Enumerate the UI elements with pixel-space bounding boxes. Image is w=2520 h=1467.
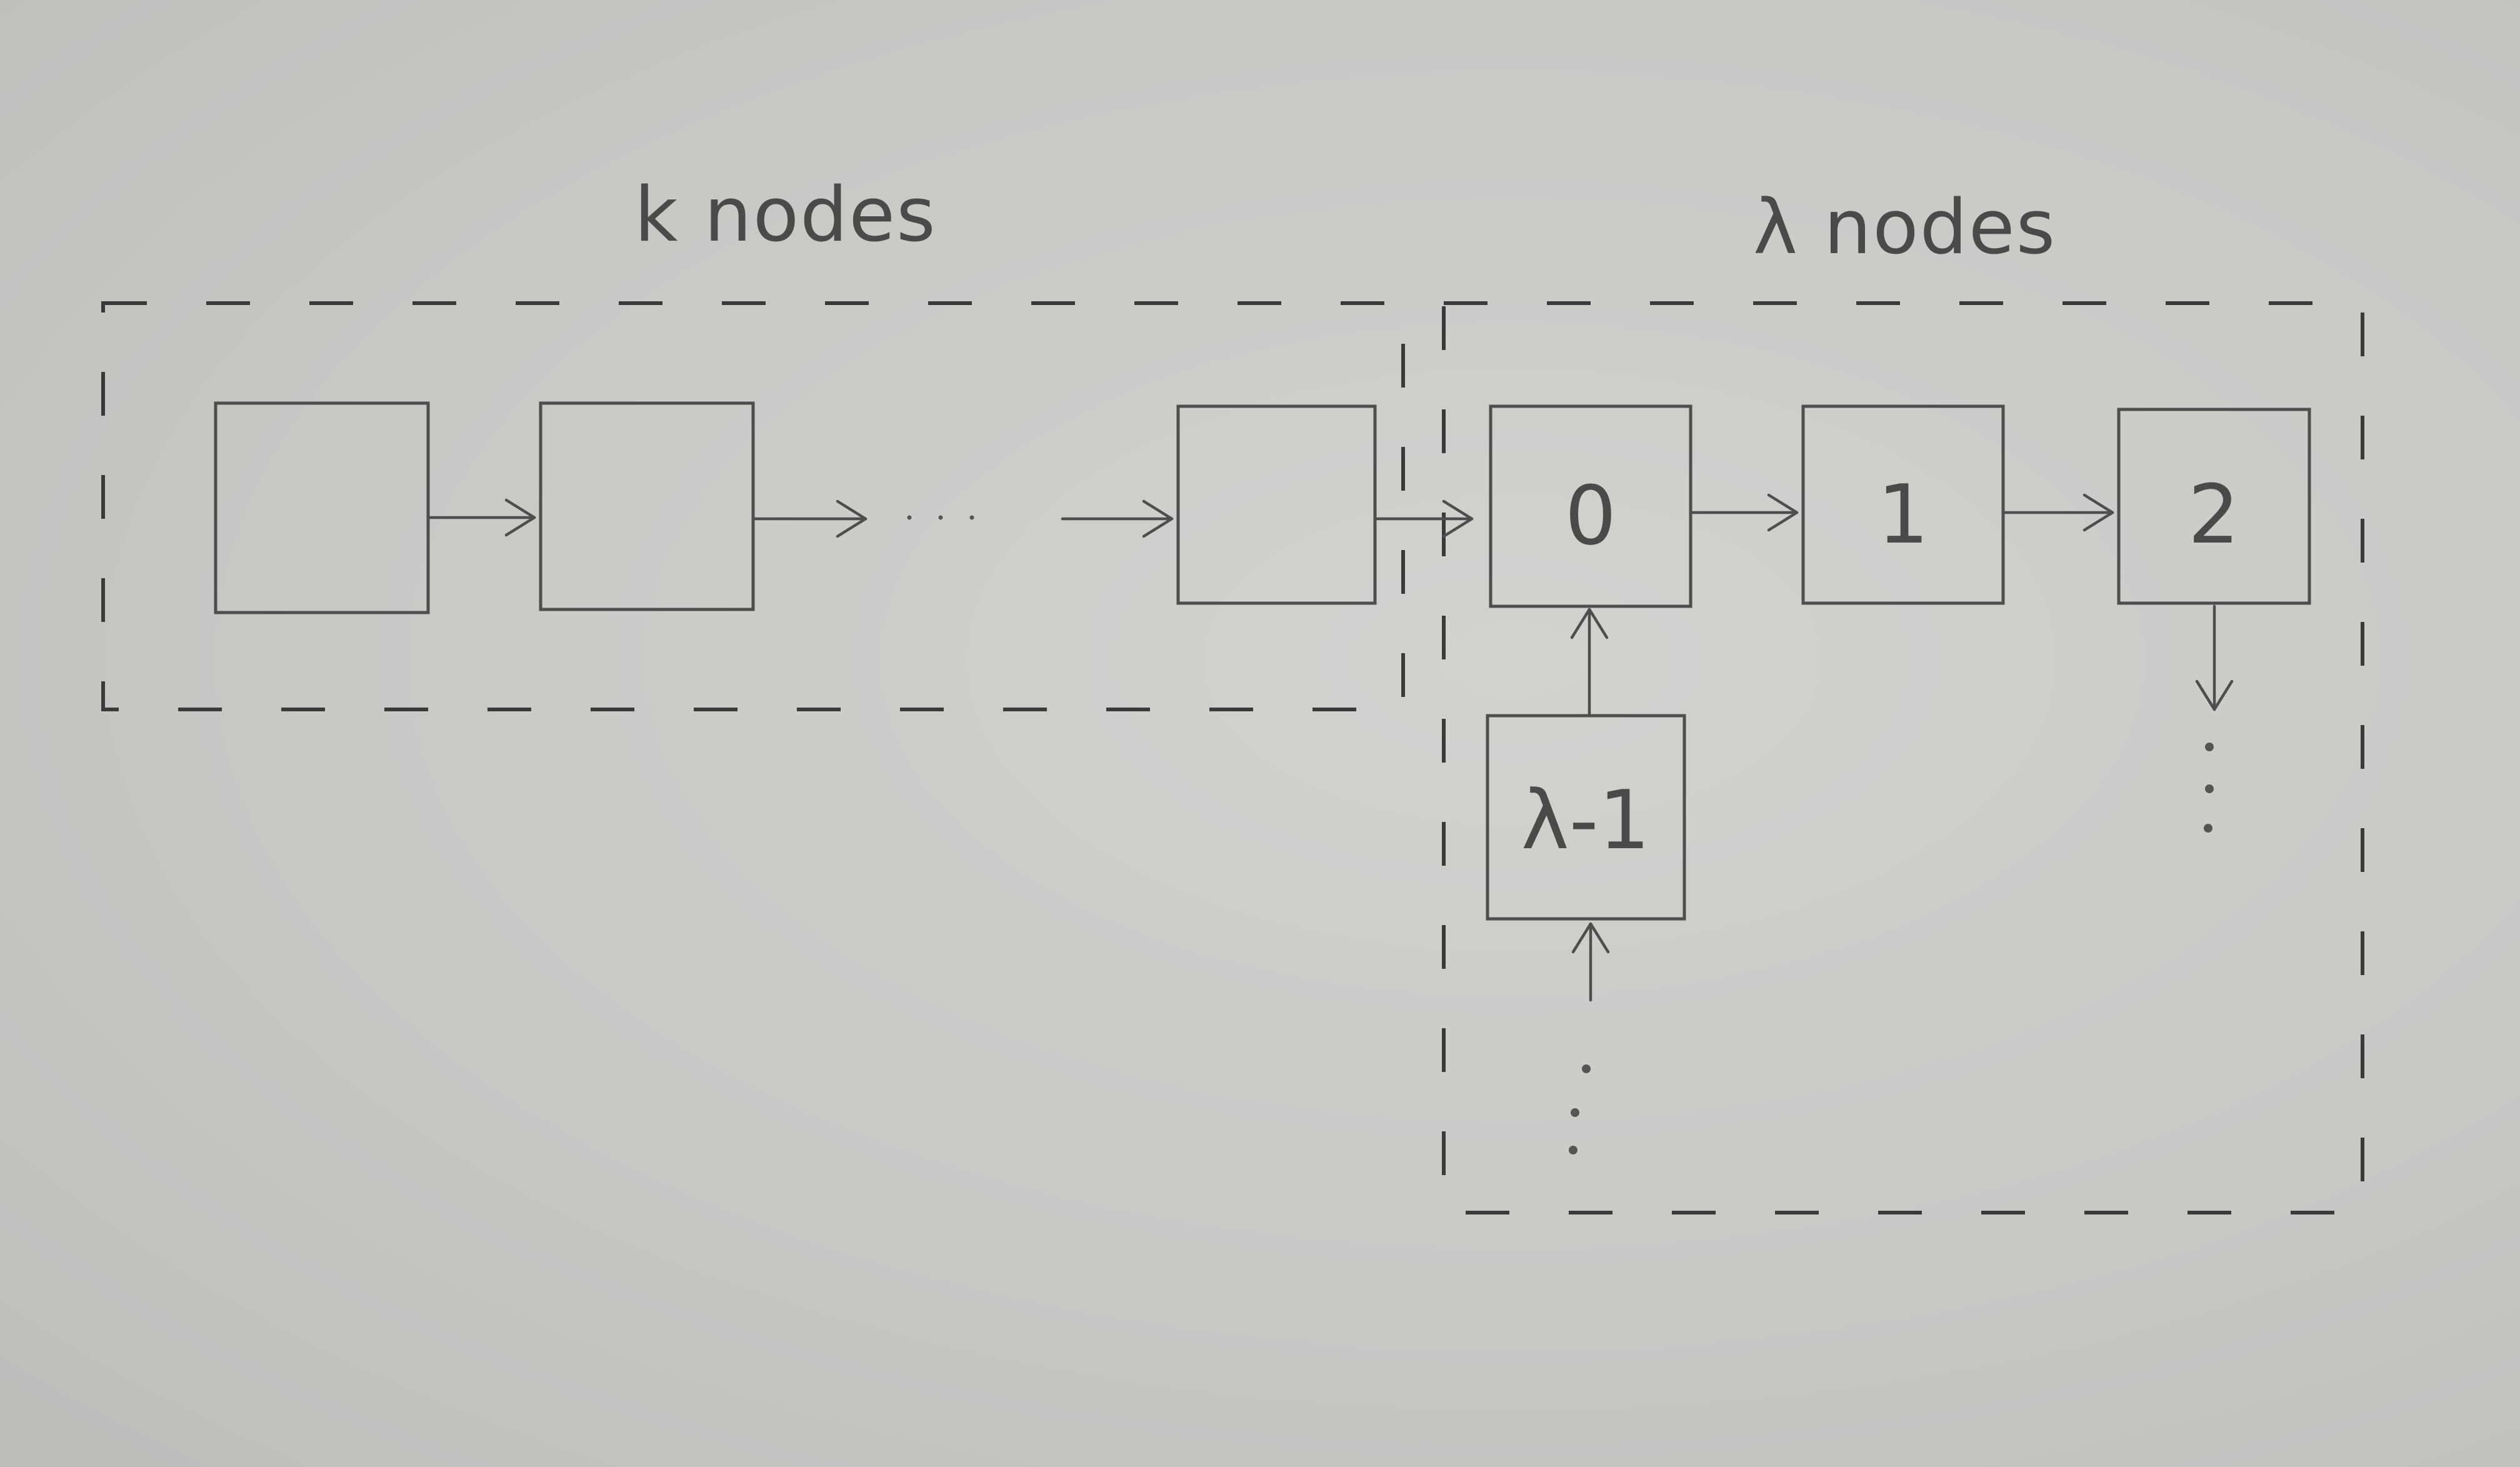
node-2-label: 2 [2188,467,2240,562]
lambda-nodes-group-boundary [1442,301,2364,1214]
node-0 [1489,404,1692,608]
arrow-node-0-to-node-1 [1689,493,1799,532]
node-lambda-minus-1-label: λ-1 [1521,773,1651,868]
arrow-into-lambda-minus-1 [1571,922,1610,1002]
node-0-label: 0 [1565,468,1617,563]
horizontal-ellipsis [907,515,974,520]
arrow-ellipsis-to-k-last [1061,499,1174,538]
lambda-nodes-label: λ nodes [1753,184,2056,271]
arrow-node-1-to-node-2 [2001,493,2114,532]
node-1-label: 1 [1878,467,1929,562]
k-nodes-group-boundary [101,301,1405,711]
node-2 [2117,408,2311,605]
vertical-ellipsis-right [2204,743,2214,833]
arrow-node-2-down [2195,604,2234,711]
arrow-k1-to-k2 [426,498,536,537]
k-node-last [1176,404,1377,605]
arrow-k2-to-ellipsis [751,499,868,538]
vertical-ellipsis-left [1569,1064,1591,1154]
arrow-k-last-to-node-0 [1373,499,1474,538]
k-node-1 [214,401,430,614]
node-1 [1801,404,2005,605]
k-node-2 [539,401,755,611]
node-lambda-minus-1 [1486,714,1686,921]
arrow-lambda-minus-1-to-node-0 [1570,608,1609,716]
k-nodes-label: k nodes [634,172,937,259]
